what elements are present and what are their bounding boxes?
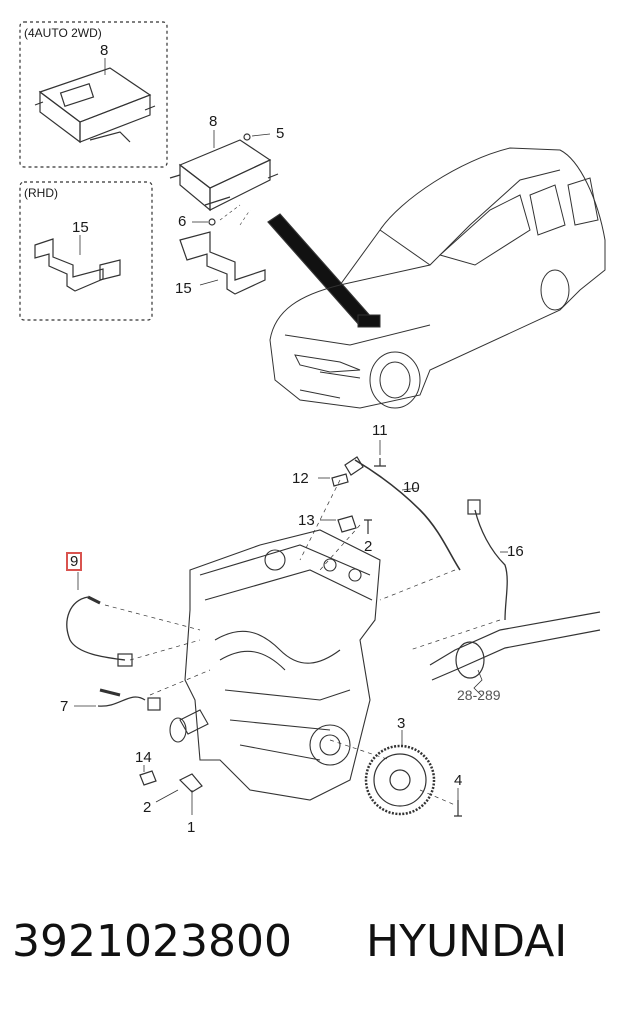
sensor-9-cable xyxy=(66,596,126,661)
callout-15-b: 15 xyxy=(175,280,192,297)
brand-name: HYUNDAI xyxy=(366,916,568,967)
bracket-15-a xyxy=(34,238,104,292)
callout-10: 10 xyxy=(403,479,420,496)
sensor-7-cable xyxy=(97,696,146,707)
ecu-unit-8-b xyxy=(169,139,279,212)
engine-assembly xyxy=(169,529,381,801)
sensor-14 xyxy=(139,770,157,786)
callout-6: 6 xyxy=(178,213,187,230)
callout-8-a: 8 xyxy=(100,42,109,59)
callout-4: 4 xyxy=(454,772,463,789)
callout-3: 3 xyxy=(397,715,406,732)
bolt-2-top xyxy=(364,519,372,534)
sensor-1 xyxy=(178,773,203,793)
sensor-12 xyxy=(331,473,349,487)
ring-gear-3 xyxy=(364,744,436,816)
callout-14: 14 xyxy=(135,749,152,766)
callout-2-top: 2 xyxy=(364,538,373,555)
box-title-rhd: (RHD) xyxy=(24,186,58,200)
callout-2-bottom: 2 xyxy=(143,799,152,816)
parts-diagram xyxy=(19,21,606,817)
callout-12: 12 xyxy=(292,470,309,487)
box-rhd xyxy=(19,181,153,321)
footer-caption: 3921023800 HYUNDAI xyxy=(12,912,612,982)
diagram-drawing xyxy=(19,21,606,817)
location-arrow xyxy=(267,213,373,327)
callout-9-highlighted: 9 xyxy=(66,552,83,571)
bracket-15-b xyxy=(179,231,266,295)
sensor-13 xyxy=(337,515,357,533)
box-4auto xyxy=(19,21,168,168)
callout-11: 11 xyxy=(372,422,388,439)
sensor-10-cable xyxy=(354,459,461,571)
callout-16: 16 xyxy=(507,543,524,560)
callout-5: 5 xyxy=(276,125,285,142)
bolt-11 xyxy=(374,458,386,467)
exhaust-pipe xyxy=(429,611,601,681)
callout-7: 7 xyxy=(60,698,69,715)
callout-13: 13 xyxy=(298,512,315,529)
bolt-4 xyxy=(454,800,462,817)
callout-8-b: 8 xyxy=(209,113,218,130)
reference-page-label: 28-289 xyxy=(457,687,501,703)
part-number: 3921023800 xyxy=(12,916,292,967)
callout-1: 1 xyxy=(187,819,196,836)
ecu-unit-8-a xyxy=(34,67,156,144)
sensor-16-cable xyxy=(474,509,508,621)
vehicle-illustration xyxy=(269,147,606,409)
box-title-4auto: (4AUTO 2WD) xyxy=(24,26,102,40)
callout-15-a: 15 xyxy=(72,219,89,236)
